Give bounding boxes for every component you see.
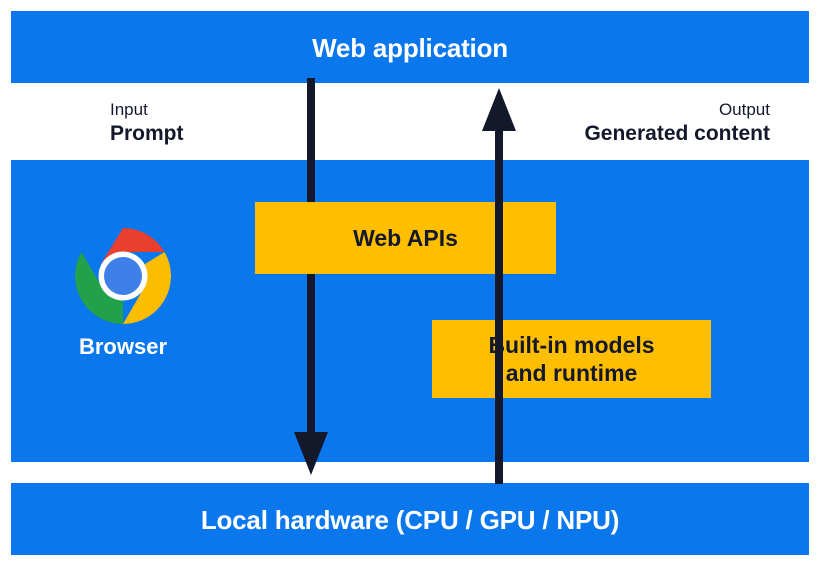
browser-mark: Browser [71, 226, 175, 369]
component-web-apis-label: Web APIs [353, 224, 458, 251]
layer-web-application: Web application [11, 11, 809, 83]
arrow-input-down-icon [294, 78, 328, 475]
component-web-apis: Web APIs [255, 202, 556, 274]
layer-local-hardware: Local hardware (CPU / GPU / NPU) [11, 483, 809, 555]
browser-label: Browser [78, 334, 168, 359]
flow-output-kind: Output [718, 100, 770, 119]
component-builtin-models-line1: Built-in models [488, 331, 655, 358]
flow-label-output: Output Generated content [584, 100, 770, 146]
layer-local-hardware-label: Local hardware (CPU / GPU / NPU) [200, 505, 620, 535]
component-builtin-models: Built-in models and runtime [432, 320, 711, 398]
flow-input-value: Prompt [110, 121, 184, 145]
flow-output-value: Generated content [584, 121, 770, 145]
chrome-logo-icon [75, 228, 171, 324]
arrow-output-up-icon [482, 88, 516, 484]
flow-input-kind: Input [110, 100, 148, 119]
layer-web-application-label: Web application [312, 33, 508, 63]
flow-label-input: Input Prompt [110, 100, 184, 146]
component-builtin-models-line2: and runtime [505, 360, 638, 386]
component-builtin-models-label: Built-in models and runtime [488, 331, 654, 387]
